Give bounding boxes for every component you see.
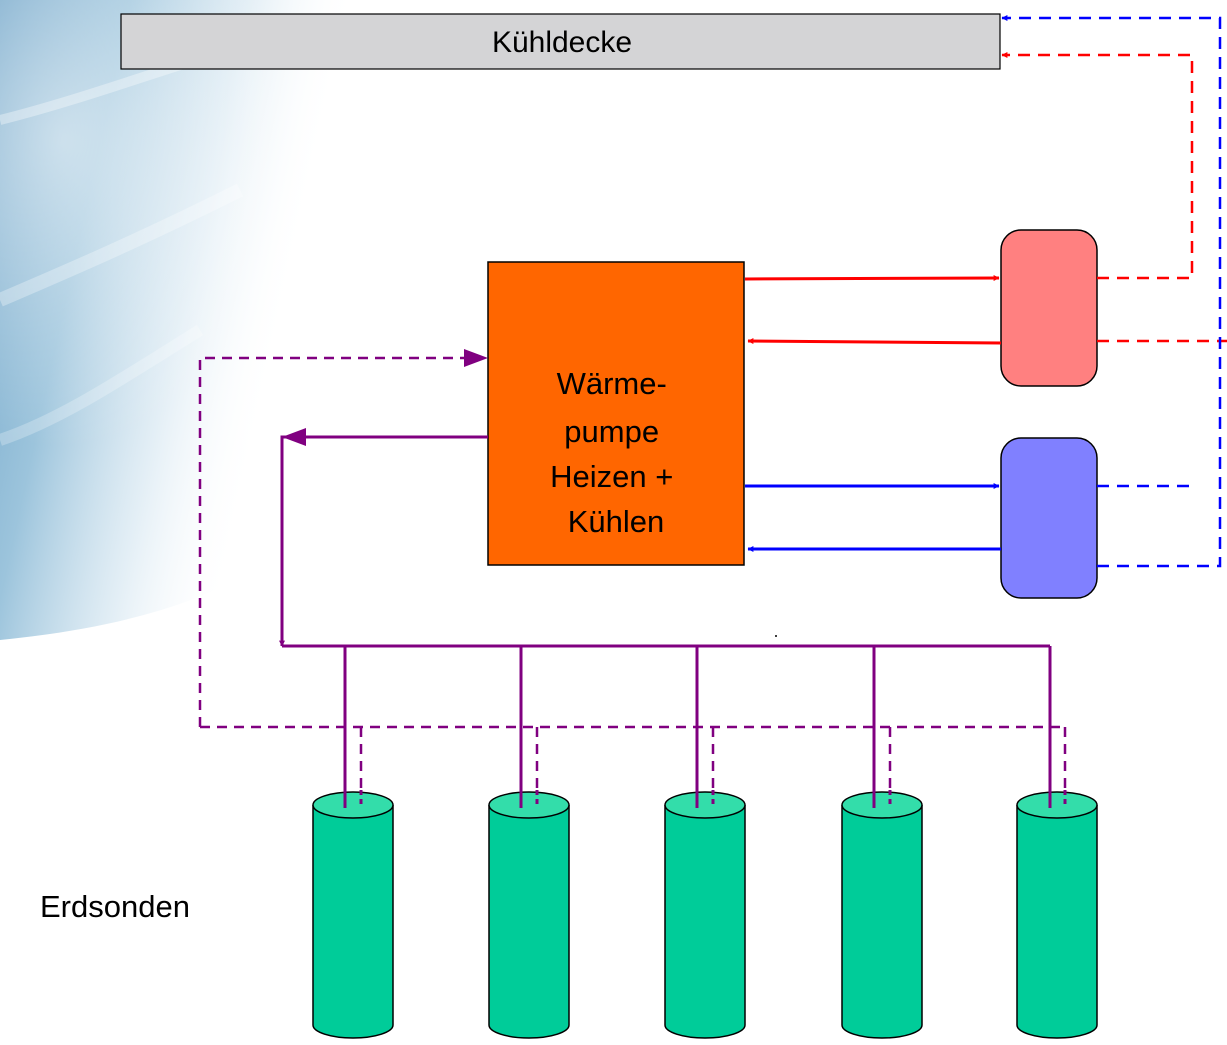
sky-background — [0, 0, 560, 640]
probe-3 — [664, 791, 746, 1039]
cooling-ceiling: Kühldecke — [120, 13, 1001, 70]
heating-circuit — [744, 275, 1002, 345]
cooling-ceiling-return — [1001, 15, 1222, 568]
heat-pump-box — [487, 261, 745, 566]
borehole-probes — [312, 791, 1098, 1039]
heating-return-line — [747, 338, 1002, 345]
probes-label: Erdsonden — [40, 889, 190, 924]
cooling-ceiling-loop — [1001, 15, 1222, 568]
probe-2 — [488, 791, 570, 1039]
heat-pump-line-3: Heizen + — [550, 459, 673, 494]
heat-pump-line-1: Wärme- — [557, 366, 667, 401]
heating-buffer-tank — [1000, 229, 1098, 387]
heating-ceiling-loop — [1001, 52, 1227, 343]
ground-loop-supply — [279, 435, 1052, 807]
probe-pipe-ends — [343, 790, 1067, 808]
probe-4 — [841, 791, 923, 1039]
ground-loop-return — [198, 356, 1067, 807]
ground-supply-arrowhead — [464, 349, 488, 367]
pump-to-dashed-header — [198, 356, 474, 727]
heat-pump: Wärme- pumpe Heizen + Kühlen — [487, 261, 745, 566]
dot-mark — [775, 635, 777, 637]
cooling-circuit — [745, 483, 1001, 552]
heat-pump-label: Wärme- pumpe Heizen + Kühlen — [550, 366, 682, 539]
probe-1 — [312, 791, 394, 1039]
heating-ceiling-supply — [1001, 52, 1194, 280]
cooling-ceiling-panel — [120, 13, 1001, 70]
heat-pump-line-4: Kühlen — [568, 504, 665, 539]
heat-pump-line-2: pumpe — [564, 414, 659, 449]
cooling-ceiling-label: Kühldecke — [492, 26, 632, 59]
cooling-buffer-tank — [1000, 437, 1098, 599]
ground-return-arrowhead — [282, 428, 306, 446]
probe-5 — [1016, 791, 1098, 1039]
heating-supply-line — [744, 275, 1000, 282]
